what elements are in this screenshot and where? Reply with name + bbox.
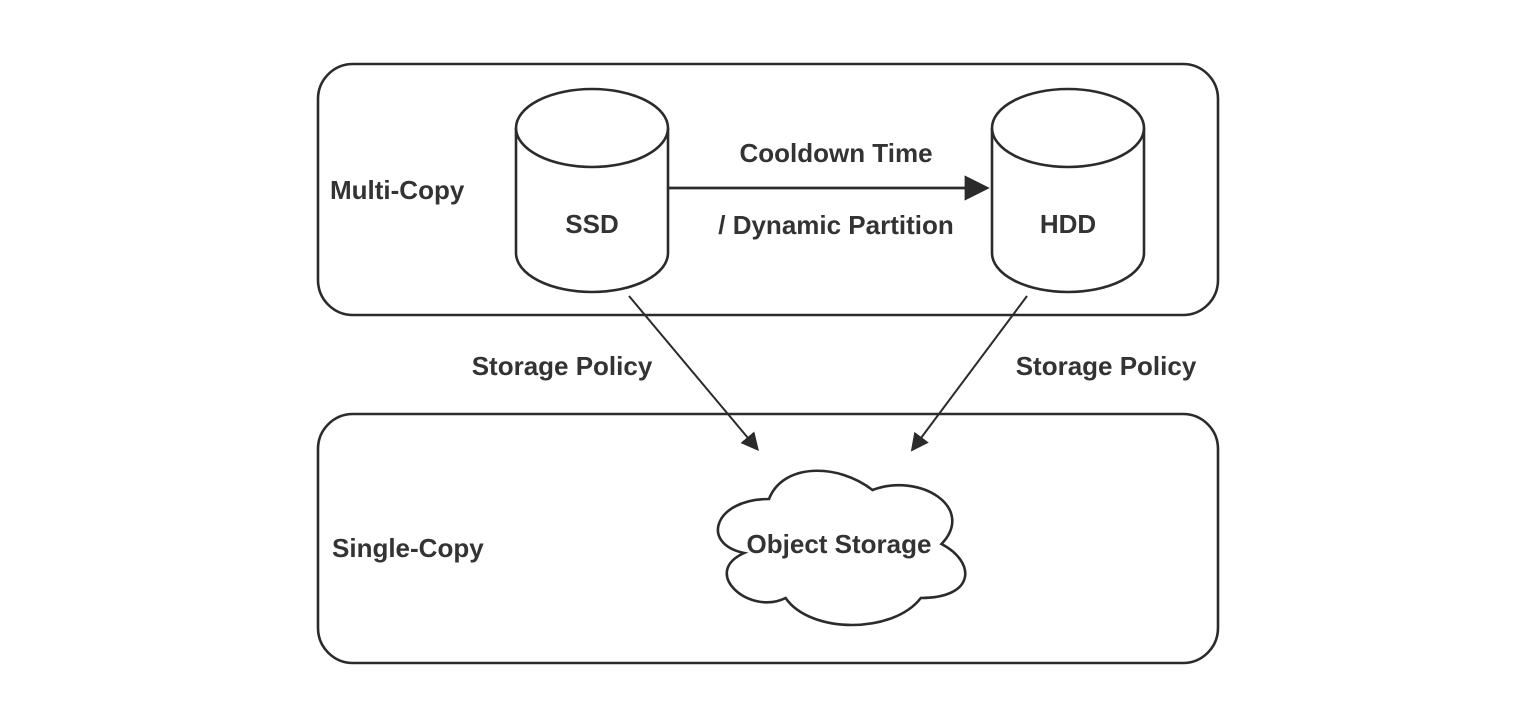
cooldown-time-label: Cooldown Time — [739, 138, 932, 168]
hdd-label: HDD — [1040, 209, 1096, 239]
hdd-cylinder-icon — [990, 87, 1146, 294]
ssd-cylinder-icon — [514, 87, 670, 294]
storage-policy-right-label: Storage Policy — [1016, 351, 1197, 381]
object-storage-label: Object Storage — [747, 529, 932, 559]
object-storage-cloud-icon — [716, 469, 967, 627]
multi-copy-label: Multi-Copy — [330, 175, 465, 205]
single-copy-label: Single-Copy — [332, 533, 484, 563]
storage-policy-left-label: Storage Policy — [472, 351, 653, 381]
dynamic-partition-label: / Dynamic Partition — [718, 210, 954, 240]
ssd-label: SSD — [565, 209, 618, 239]
hdd-to-object-storage-arrow — [910, 295, 1028, 452]
ssd-to-object-storage-arrow — [628, 295, 759, 452]
